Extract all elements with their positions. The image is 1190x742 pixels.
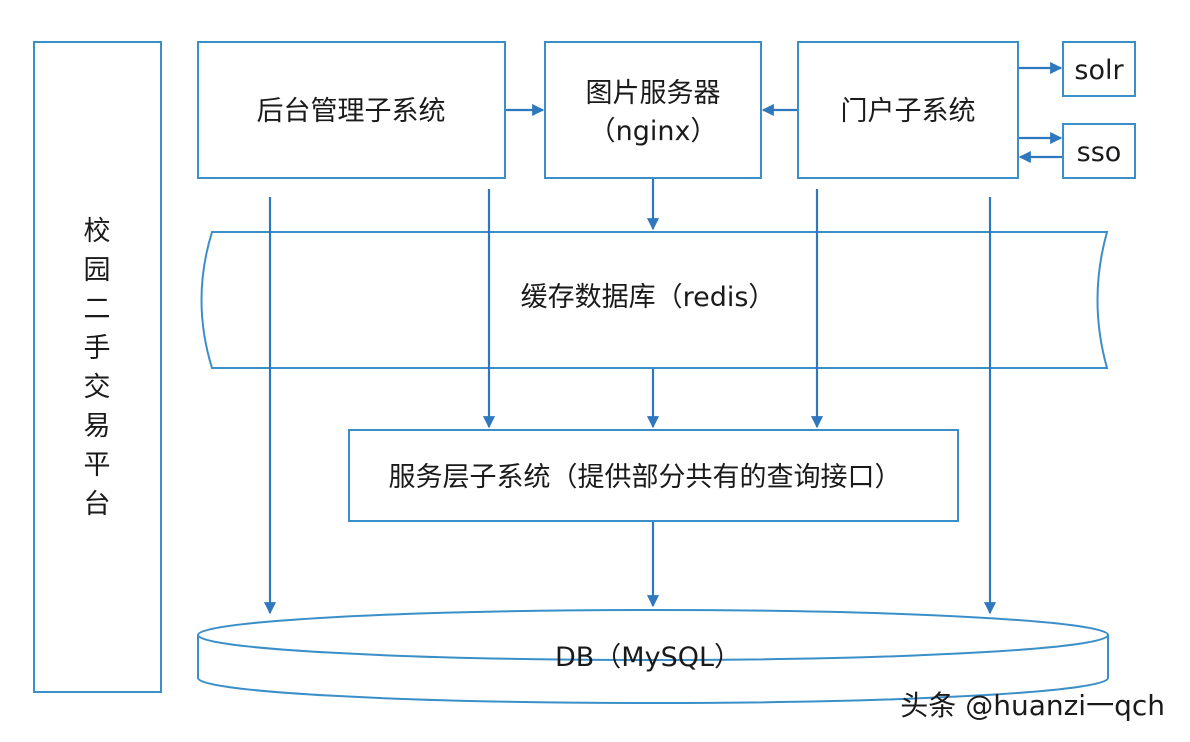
mysql-database-label: DB（MySQL） (555, 642, 741, 673)
image-server-sublabel: （nginx） (589, 116, 718, 147)
portal-subsystem-label: 门户子系统 (841, 96, 976, 127)
platform-box: 校园二手交易平台 (33, 41, 162, 693)
watermark-text: 头条 @huanzi一qch (900, 689, 1165, 722)
service-layer-label: 服务层子系统（提供部分共有的查询接口） (389, 462, 902, 493)
platform-label: 校园二手交易平台 (84, 216, 111, 520)
image-server-label: 图片服务器 (586, 78, 721, 109)
solr-label: solr (1074, 55, 1124, 86)
mysql-database-cylinder: DB（MySQL） (197, 609, 1109, 704)
admin-subsystem-label: 后台管理子系统 (257, 96, 446, 127)
sso-box: sso (1062, 123, 1136, 179)
service-layer-box: 服务层子系统（提供部分共有的查询接口） (348, 429, 959, 522)
image-server-box: 图片服务器 （nginx） (544, 41, 762, 179)
sso-label: sso (1077, 137, 1122, 168)
connection-arrows (263, 61, 1063, 615)
solr-box: solr (1062, 41, 1136, 97)
portal-subsystem-box: 门户子系统 (797, 41, 1019, 179)
redis-cache-label: 缓存数据库（redis） (521, 282, 776, 313)
redis-cache-shape: 缓存数据库（redis） (200, 231, 1109, 369)
admin-subsystem-box: 后台管理子系统 (197, 41, 506, 179)
